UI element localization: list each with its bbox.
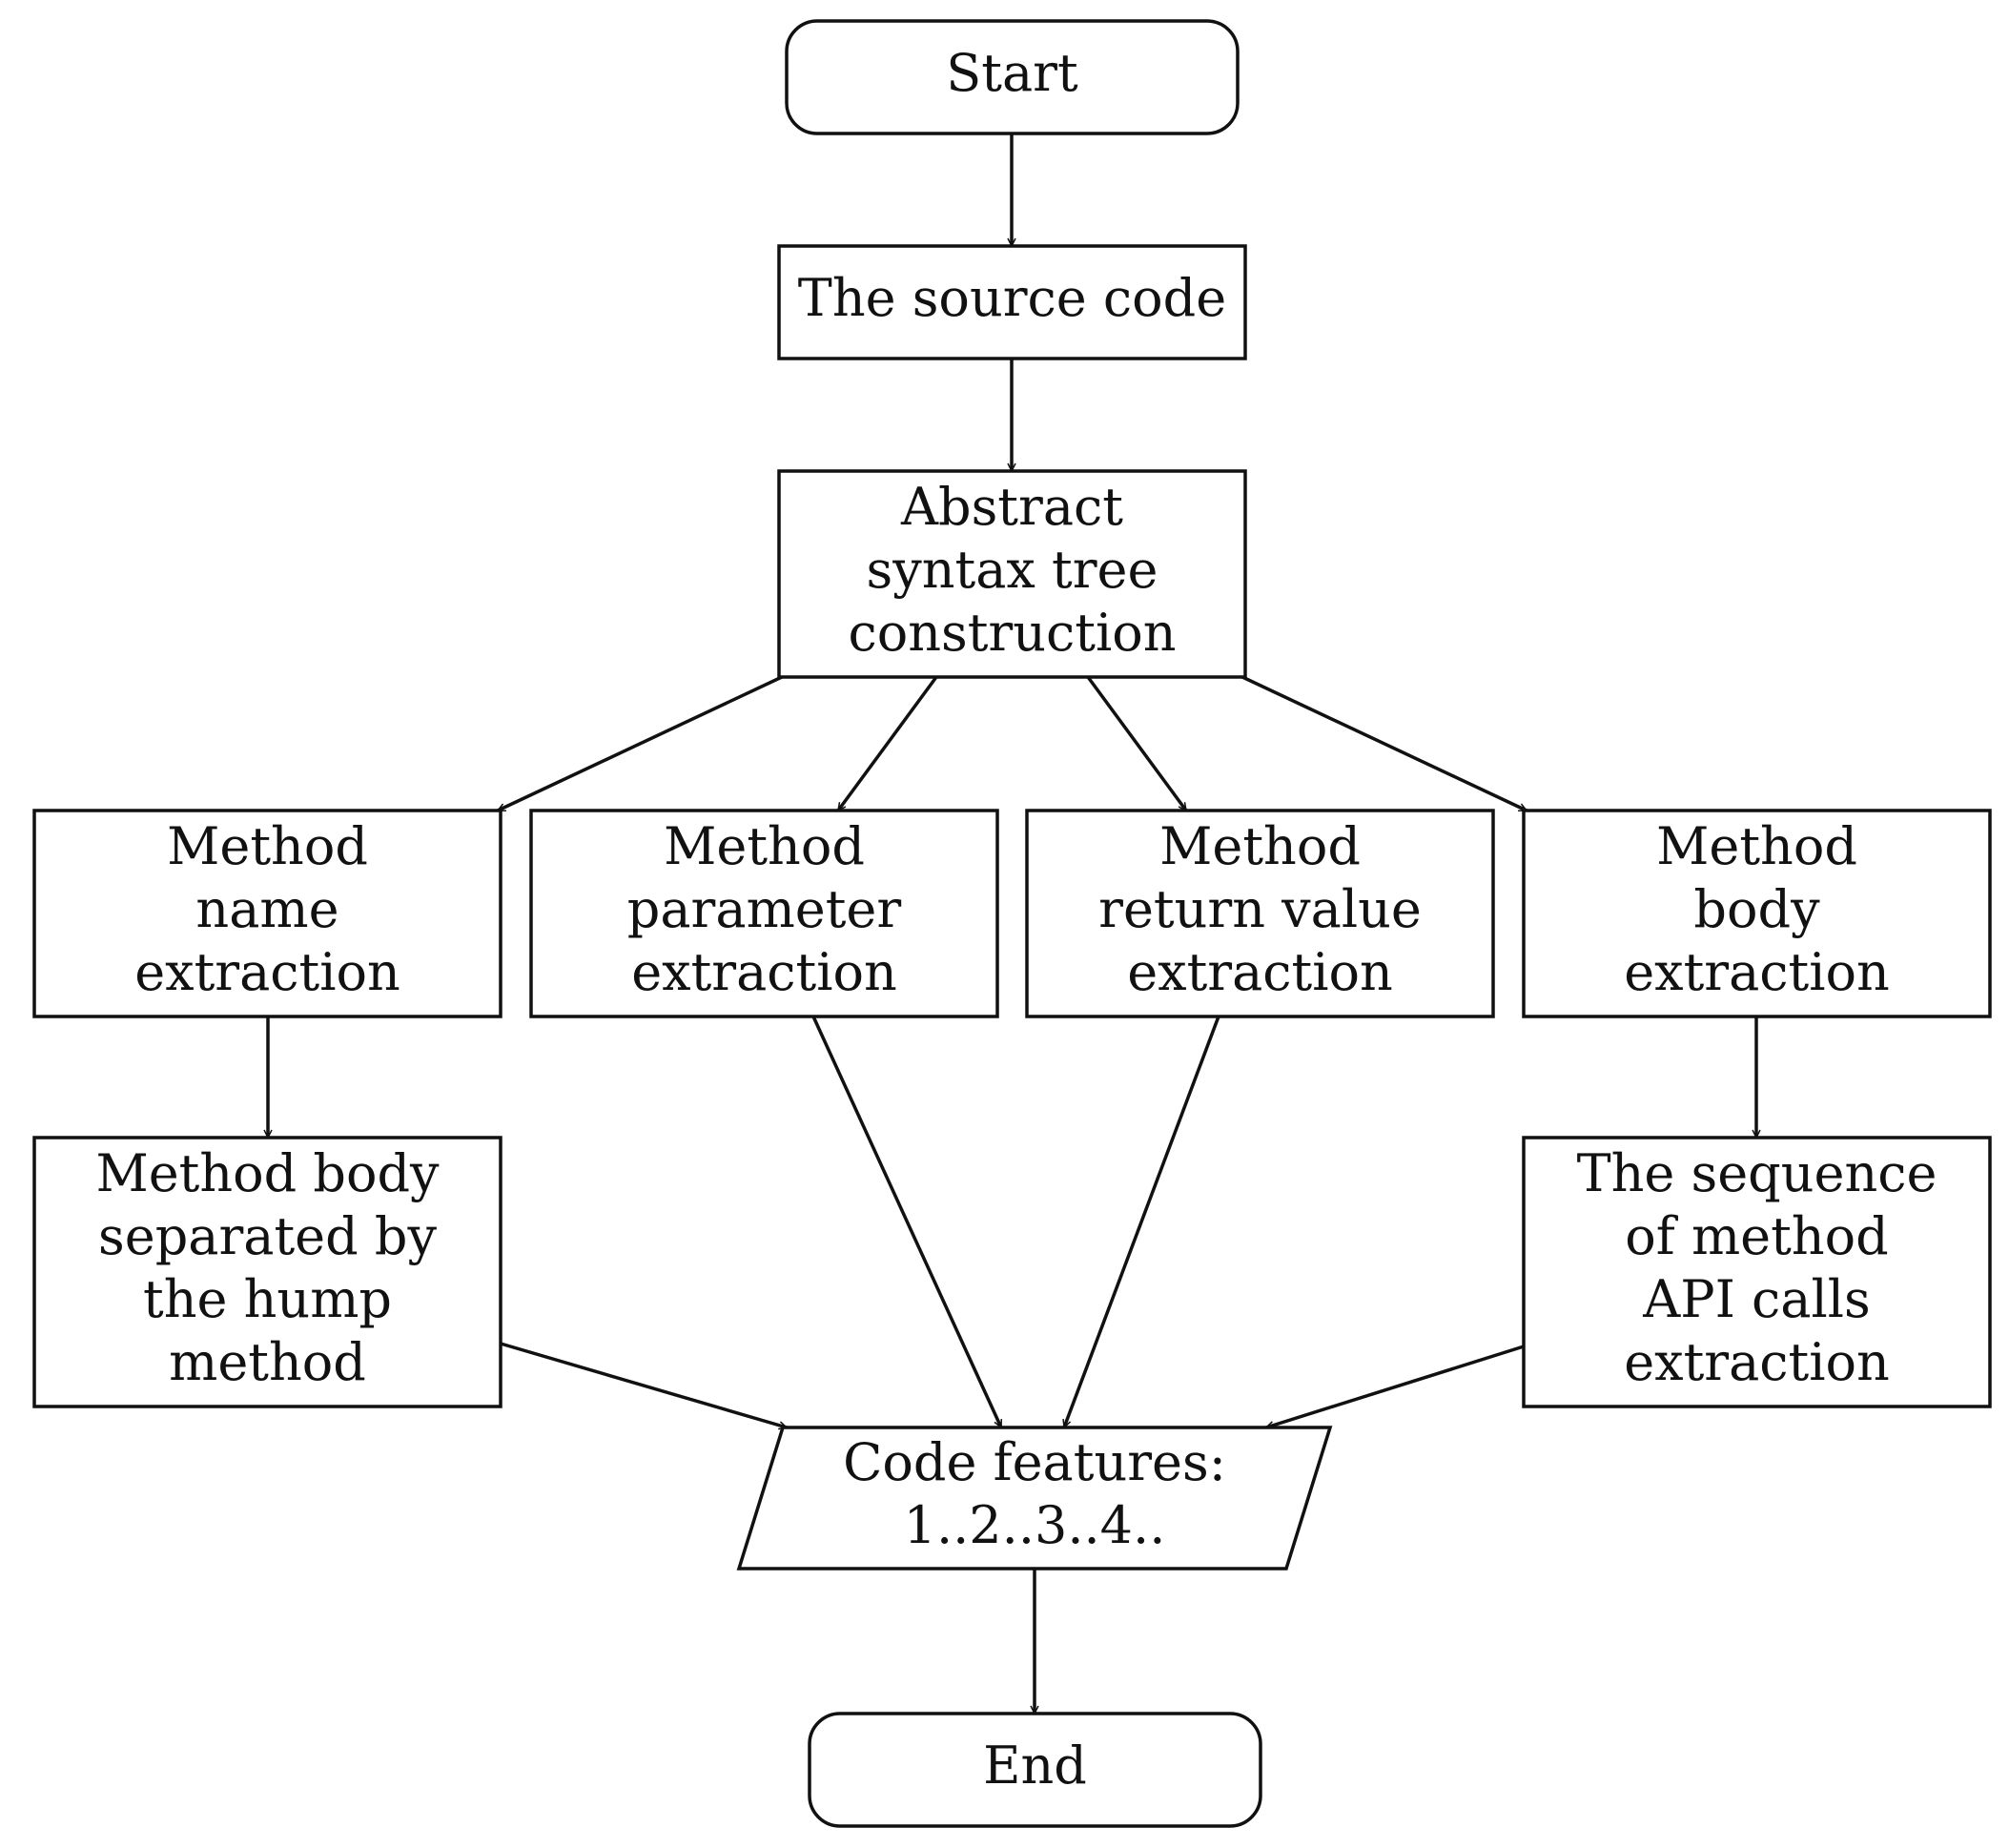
node-ret-label-line: extraction <box>1127 942 1393 1002</box>
node-api-label-line: API calls <box>1642 1269 1871 1329</box>
node-ast-label-line: construction <box>848 603 1176 663</box>
edge-ast-to-param <box>836 675 938 811</box>
node-api-shape <box>1522 1136 1992 1408</box>
node-end-label-line: End <box>983 1735 1087 1796</box>
node-body-shape <box>1522 809 1992 1018</box>
node-hump-label-line: the hump <box>143 1269 392 1329</box>
node-body-label-line: extraction <box>1624 942 1890 1002</box>
node-ast-shape <box>777 469 1247 679</box>
node-body-label-line: Method <box>1656 816 1857 876</box>
node-ret-shape <box>1025 809 1495 1018</box>
node-hump-label-line: separated by <box>98 1206 437 1266</box>
edge-hump-to-features <box>500 1342 787 1427</box>
node-param-label-line: extraction <box>631 942 897 1002</box>
node-ret-label-line: Method <box>1159 816 1361 876</box>
node-features-label-line: 1..2..3..4.. <box>904 1495 1166 1555</box>
node-hump-shape <box>32 1136 502 1408</box>
node-api-label-line: of method <box>1625 1206 1888 1266</box>
edge-ast-to-name <box>498 675 783 812</box>
node-name-label-line: Method <box>167 816 368 876</box>
node-name-label-line: extraction <box>134 942 400 1002</box>
node-source-label-line: The source code <box>798 268 1226 328</box>
node-param-label-line: parameter <box>627 879 902 939</box>
node-ast-label-line: syntax tree <box>867 540 1158 600</box>
node-body-label-line: body <box>1693 879 1820 939</box>
node-start: Start <box>785 19 1240 135</box>
edge-param-to-features <box>811 1016 1003 1427</box>
edge-ret-to-features <box>1064 1016 1220 1427</box>
node-features-shape <box>736 1426 1333 1571</box>
node-ret-label-line: return value <box>1098 879 1422 939</box>
node-start-shape <box>785 19 1240 135</box>
node-name-label-line: name <box>195 879 338 939</box>
node-source-shape <box>777 244 1247 360</box>
edge-ast-to-body <box>1241 675 1527 812</box>
node-end: End <box>808 1712 1262 1828</box>
node-source: The source code <box>777 244 1247 360</box>
node-features: Code features:1..2..3..4.. <box>736 1426 1333 1571</box>
node-hump-label-line: method <box>169 1332 366 1392</box>
node-api-label-line: extraction <box>1624 1332 1890 1392</box>
node-param-label-line: Method <box>664 816 865 876</box>
node-name-shape <box>32 809 502 1018</box>
node-param-shape <box>529 809 999 1018</box>
edge-ast-to-ret <box>1086 675 1188 811</box>
node-api-label-line: The sequence <box>1577 1143 1937 1203</box>
node-features-label-line: Code features: <box>843 1432 1226 1492</box>
node-hump-label-line: Method body <box>95 1143 440 1203</box>
node-start-label-line: Start <box>946 43 1078 103</box>
node-end-shape <box>808 1712 1262 1828</box>
edge-api-to-features <box>1266 1345 1525 1427</box>
edges-layer <box>268 133 1756 1714</box>
node-ast-label-line: Abstract <box>900 477 1123 537</box>
